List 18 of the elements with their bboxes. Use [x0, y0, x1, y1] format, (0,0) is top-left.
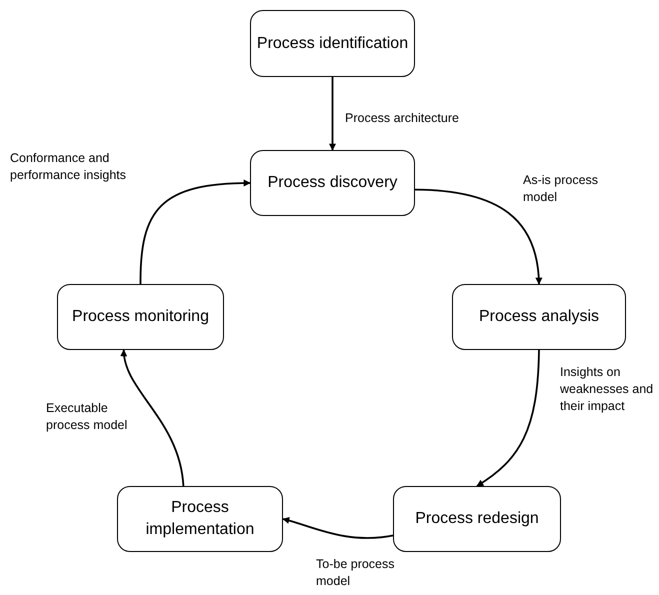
arrow — [476, 350, 540, 487]
arrow — [414, 188, 542, 285]
process-box — [57, 284, 224, 350]
arrow — [329, 77, 336, 151]
process-box — [452, 284, 626, 350]
box-text: Process monitoring — [72, 307, 209, 327]
process-box — [250, 150, 415, 216]
arrow — [282, 517, 394, 539]
process-box — [393, 486, 561, 552]
box-text: Process implementation — [144, 498, 256, 540]
box-text: Process identification — [256, 34, 408, 54]
arrow — [120, 349, 184, 486]
box-text: Process discovery — [268, 173, 398, 193]
box-text: Process analysis — [478, 307, 600, 327]
arrow — [140, 180, 251, 284]
process-box — [250, 10, 415, 77]
box-text: Process redesign — [415, 509, 539, 529]
process-box — [117, 486, 283, 552]
